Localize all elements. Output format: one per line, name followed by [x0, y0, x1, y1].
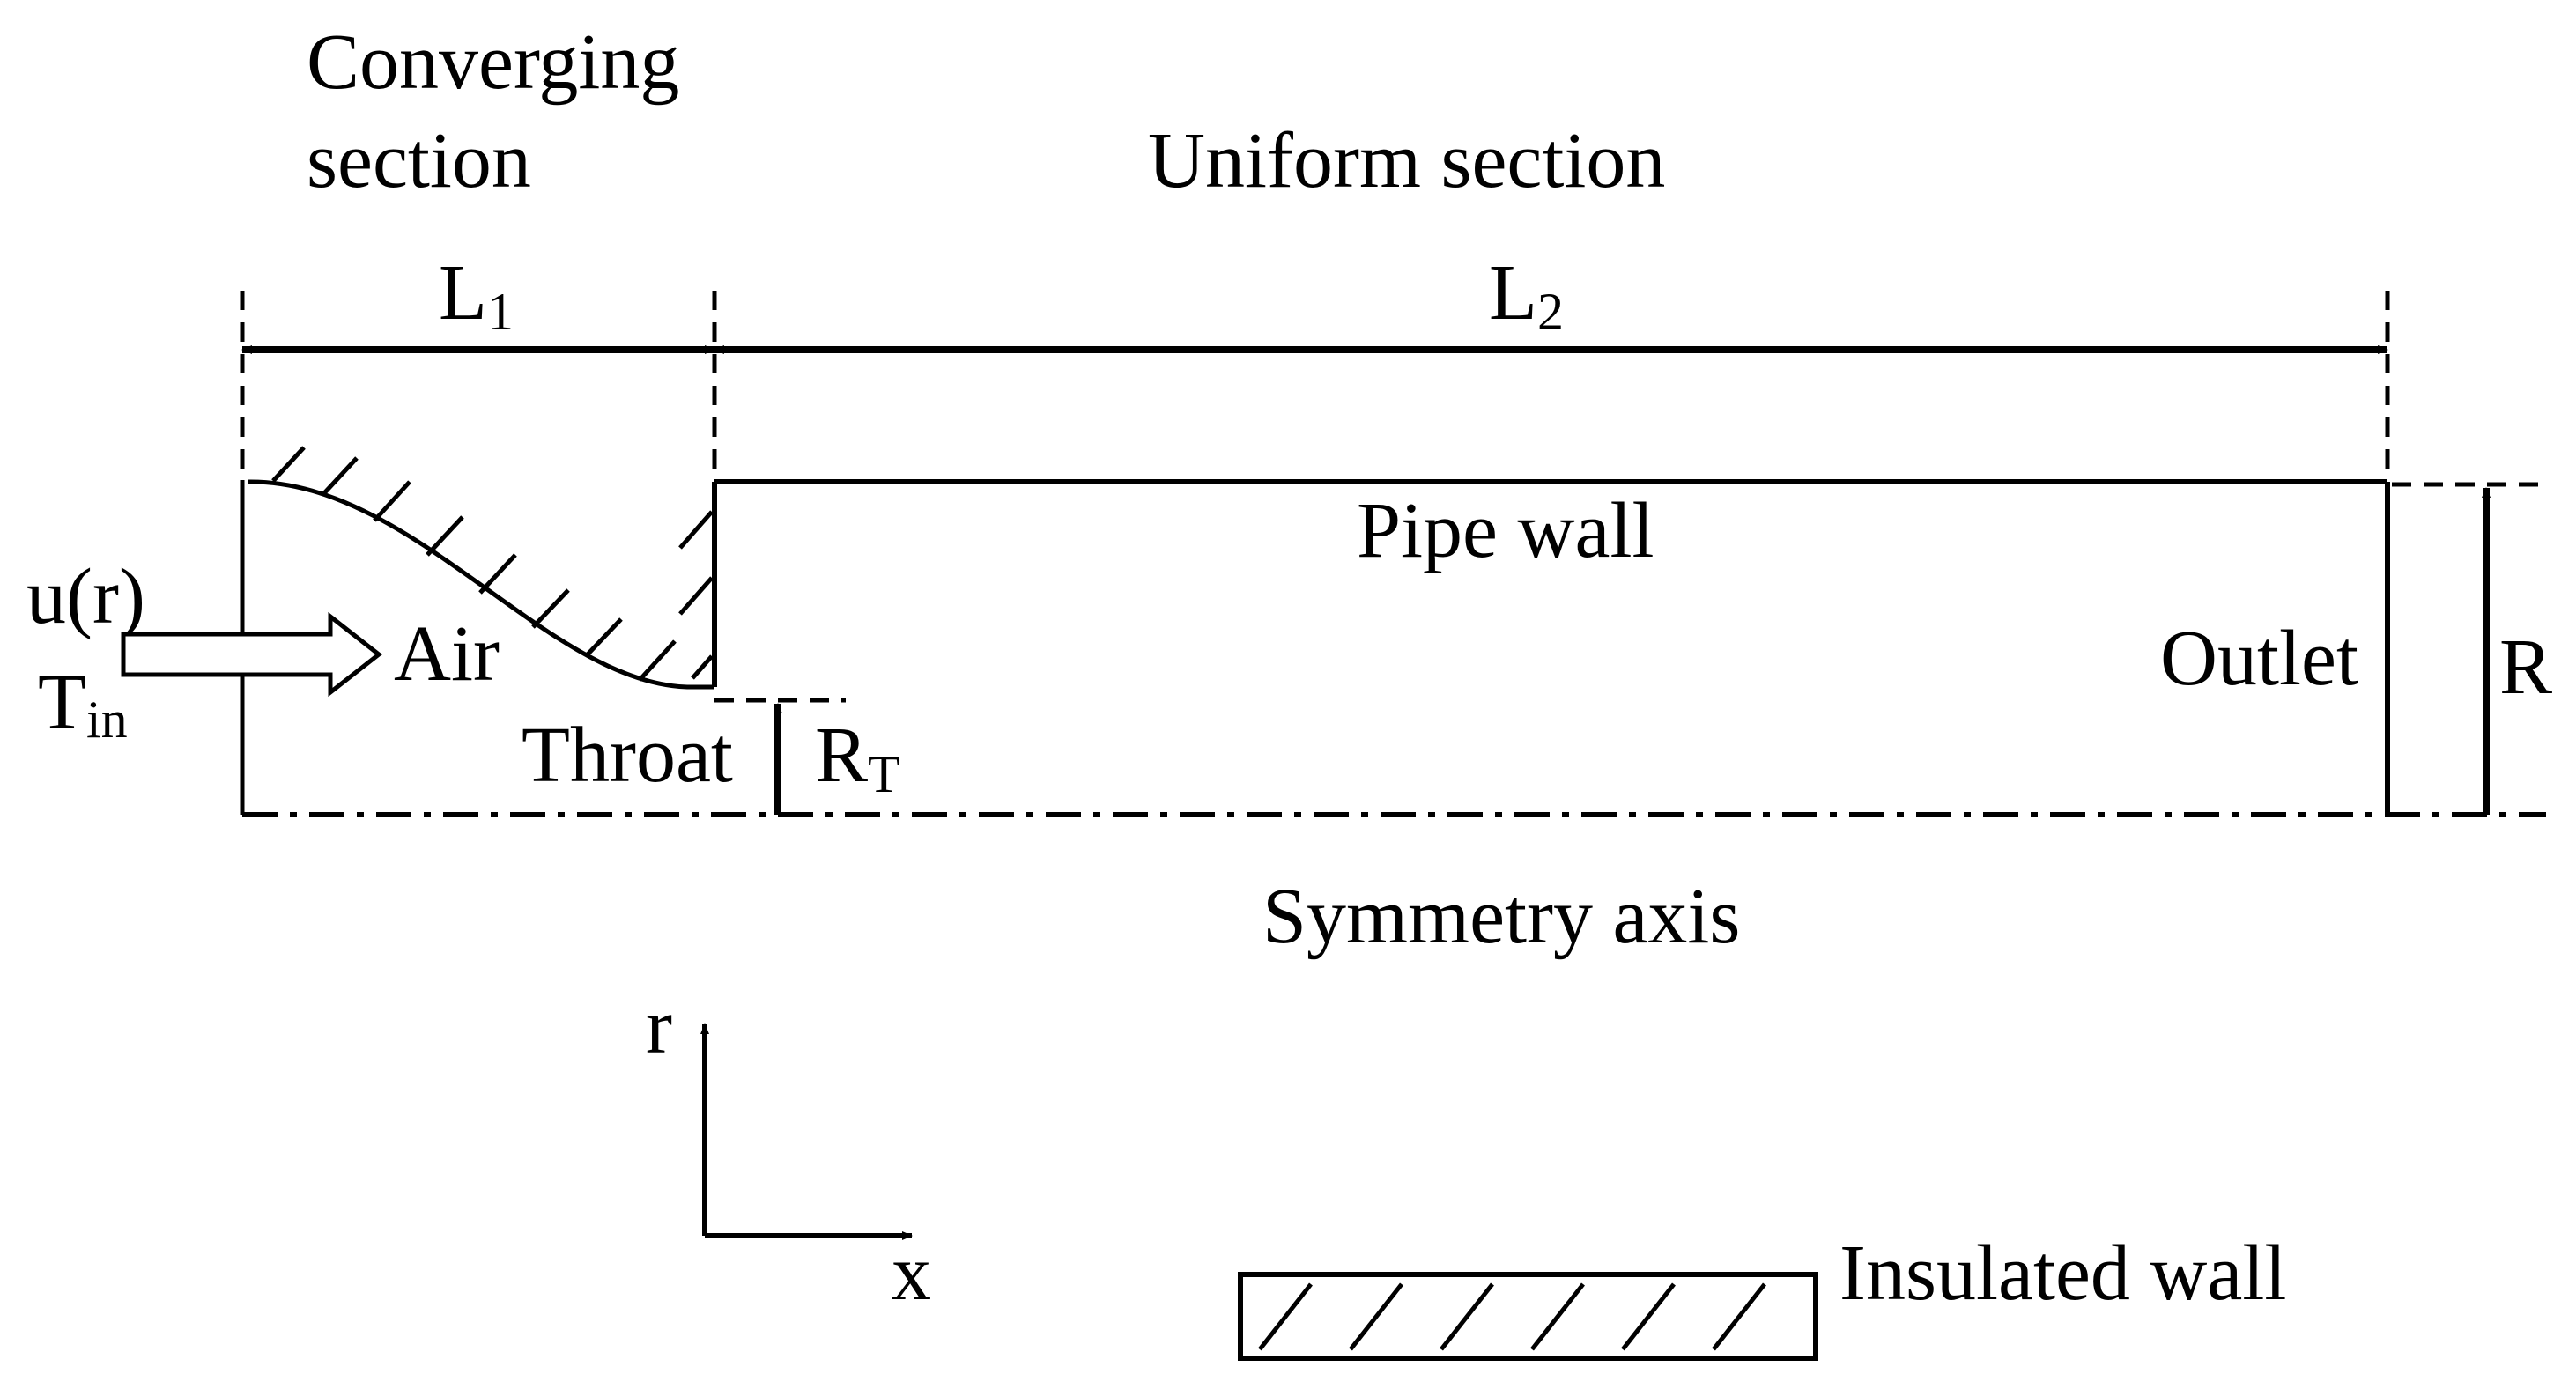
inlet-temperature-label: Tin	[38, 659, 128, 749]
insulated-wall-swatch	[1238, 1272, 1818, 1361]
uniform-section-label: Uniform section	[1148, 117, 1665, 204]
legend-insulated-wall: Insulated wall	[1238, 1230, 2286, 1361]
insulated-wall-swatch-hatching	[1258, 1282, 1766, 1351]
dimension-extension-lines	[240, 291, 2390, 476]
air-label: Air	[394, 610, 500, 698]
dimension-label-L1: L1	[439, 249, 514, 341]
dimension-label-L2: L2	[1489, 249, 1564, 341]
throat-label: Throat	[522, 712, 733, 799]
symmetry-axis-label: Symmetry axis	[1262, 873, 1740, 960]
x-axis-label: x	[892, 1230, 931, 1317]
pipe-wall-label: Pipe wall	[1357, 487, 1654, 574]
converging-wall-hatching	[271, 446, 714, 682]
coordinate-axes: r x	[646, 983, 931, 1317]
insulated-wall-label: Insulated wall	[1839, 1230, 2286, 1317]
radius-label: R	[2499, 624, 2552, 711]
inlet-velocity-label: u(r)	[26, 553, 145, 640]
throat-radius-label: RT	[815, 712, 900, 803]
converging-section-label-line1: Converging	[307, 18, 679, 106]
outlet-label: Outlet	[2160, 615, 2358, 702]
inflow-arrow	[121, 611, 383, 698]
converging-section-label-line2: section	[307, 117, 531, 204]
r-axis-label: r	[646, 983, 672, 1070]
